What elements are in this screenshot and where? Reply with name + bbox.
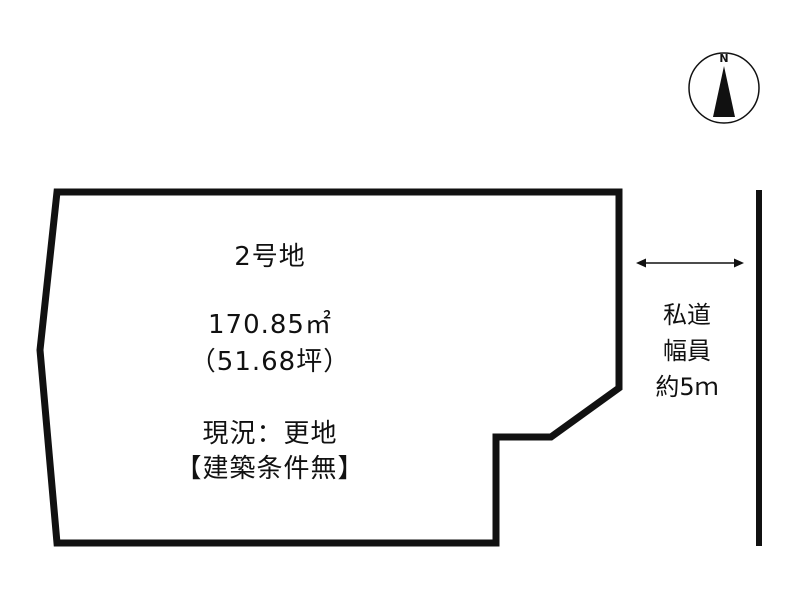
lot-area-sqm: 170.85㎡ bbox=[208, 310, 332, 340]
north-arrow-icon bbox=[688, 52, 760, 124]
road-label-width: 幅員 bbox=[663, 337, 711, 365]
lot-boundary bbox=[36, 188, 623, 547]
lot-status: 現況：更地 bbox=[202, 419, 338, 449]
lot-area-tsubo: （51.68坪） bbox=[189, 347, 351, 377]
road-label-private-road: 私道 bbox=[663, 301, 711, 329]
road-label-approx-width: 約5ｍ bbox=[655, 373, 719, 401]
north-label: N bbox=[719, 52, 729, 65]
lot-condition: 【建築条件無】 bbox=[175, 454, 365, 484]
lot-name: 2号地 bbox=[234, 242, 306, 272]
road-width-arrow bbox=[636, 258, 744, 268]
